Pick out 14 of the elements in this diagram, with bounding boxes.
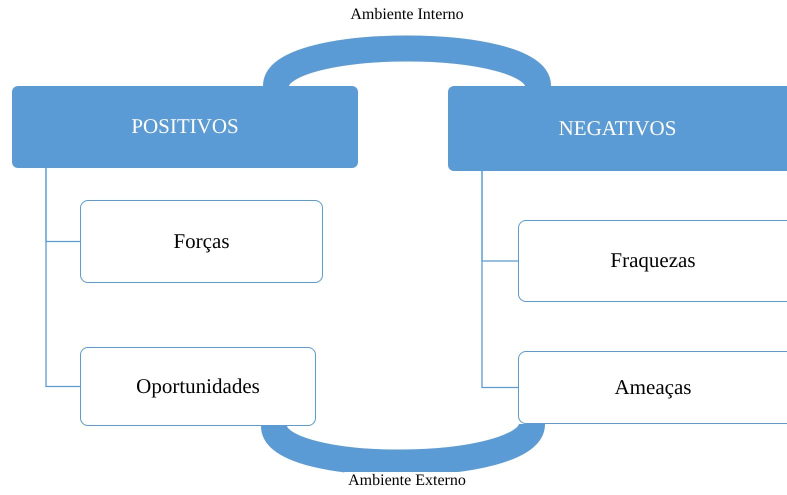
item-box (80, 347, 316, 426)
connector-line (45, 168, 80, 388)
box-label: Fraquezas (610, 247, 696, 274)
header-box (12, 86, 358, 168)
item-box (518, 351, 787, 424)
connector-line (481, 171, 518, 388)
box-label: Ameaças (614, 374, 692, 401)
item-box (518, 220, 787, 302)
box-label: NEGATIVOS (558, 114, 676, 142)
header-box (448, 86, 787, 171)
box-label: Forças (174, 228, 230, 255)
item-box (80, 200, 323, 283)
box-label: POSITIVOS (131, 113, 239, 140)
box-label: Oportunidades (136, 372, 260, 400)
